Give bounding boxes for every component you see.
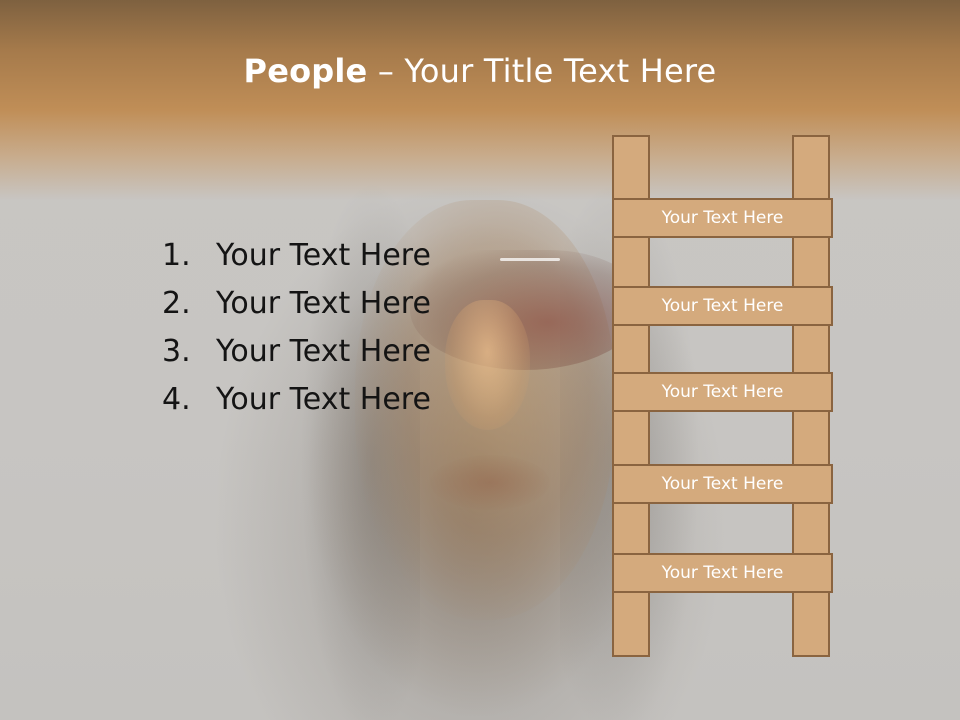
list-item: 3. Your Text Here (162, 328, 431, 376)
slide-title: People – Your Title Text Here (0, 52, 960, 90)
glasses-glint (500, 258, 560, 261)
list-text: Your Text Here (216, 382, 431, 417)
ladder-rung-2: Your Text Here (612, 286, 833, 326)
title-bold: People (243, 52, 368, 90)
ladder-rung-5: Your Text Here (612, 553, 833, 593)
list-item: 2. Your Text Here (162, 280, 431, 328)
nose-highlight (445, 300, 530, 430)
list-item: 1. Your Text Here (162, 232, 431, 280)
numbered-list: 1. Your Text Here 2. Your Text Here 3. Your… (162, 232, 431, 424)
list-number: 2. (162, 286, 191, 321)
ladder-rung-1: Your Text Here (612, 198, 833, 238)
list-number: 1. (162, 238, 191, 273)
title-rest: – Your Title Text Here (367, 52, 717, 90)
list-number: 4. (162, 382, 191, 417)
ladder-rung-3: Your Text Here (612, 372, 833, 412)
list-number: 3. (162, 334, 191, 369)
list-text: Your Text Here (216, 334, 431, 369)
list-text: Your Text Here (216, 238, 431, 273)
list-text: Your Text Here (216, 286, 431, 321)
ladder-rung-4: Your Text Here (612, 464, 833, 504)
lips-shadow (430, 455, 550, 510)
list-item: 4. Your Text Here (162, 376, 431, 424)
